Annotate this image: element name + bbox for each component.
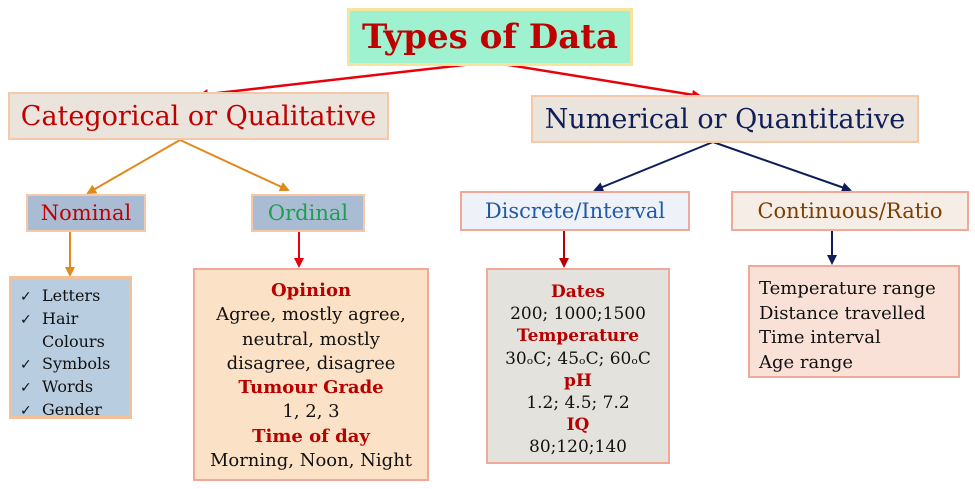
- ordinal-examples-box: Opinion Agree, mostly agree, neutral, mo…: [193, 268, 429, 481]
- checkmark-icon: ✓: [20, 357, 32, 373]
- example-text: 200; 1000;1500: [510, 304, 646, 325]
- arrow-numerical-to-discrete: [593, 141, 714, 192]
- numerical-node: Numerical or Quantitative: [531, 95, 919, 143]
- list-item: ✓Hair: [20, 308, 129, 331]
- list-item: Distance travelled: [759, 302, 926, 324]
- example-text: 1, 2, 3: [282, 401, 340, 423]
- arrow-title-to-numerical: [489, 60, 702, 100]
- example-text: Morning, Noon, Night: [209, 450, 413, 472]
- example-text: disagree, disagree: [226, 352, 396, 374]
- continuous-examples-box: Temperature range Distance travelled Tim…: [748, 265, 960, 378]
- nominal-label: Nominal: [40, 201, 132, 225]
- nominal-examples-box: ✓Letters ✓Hair Colours ✓Symbols ✓Words ✓…: [9, 276, 132, 419]
- example-heading: Time of day: [252, 425, 370, 447]
- checkmark-icon: ✓: [20, 312, 32, 328]
- example-heading: Temperature: [516, 326, 640, 347]
- discrete-label: Discrete/Interval: [484, 199, 666, 223]
- example-text: Agree, mostly agree,: [216, 304, 406, 326]
- arrow-numerical-to-continuous: [712, 141, 852, 193]
- discrete-node: Discrete/Interval: [460, 191, 690, 231]
- list-item: Age range: [759, 351, 853, 373]
- categorical-label: Categorical or Qualitative: [20, 100, 377, 132]
- example-heading: IQ: [566, 415, 590, 436]
- list-item: ✓Letters: [20, 285, 129, 308]
- list-item: ✓Words: [20, 376, 129, 399]
- example-text: 1.2; 4.5; 7.2: [526, 393, 630, 414]
- title-box: Types of Data: [347, 8, 633, 66]
- categorical-node: Categorical or Qualitative: [8, 92, 389, 140]
- arrow-categorical-to-nominal: [86, 139, 181, 194]
- checkmark-icon: ✓: [20, 403, 32, 419]
- nominal-node: Nominal: [26, 194, 146, 232]
- discrete-examples-box: Dates 200; 1000;1500 Temperature 30ₒC; 4…: [486, 268, 670, 464]
- example-heading: Dates: [551, 282, 605, 302]
- list-item: ✓Gender: [20, 399, 129, 422]
- example-heading: Opinion: [270, 280, 352, 301]
- list-item-continuation: Colours: [42, 332, 105, 351]
- numerical-label: Numerical or Quantitative: [544, 103, 906, 135]
- list-item: Time interval: [759, 327, 881, 348]
- example-text: 80;120;140: [529, 437, 627, 458]
- arrow-title-to-categorical: [198, 60, 491, 100]
- example-text: 30ₒC; 45ₒC; 60ₒC: [505, 348, 651, 369]
- arrow-categorical-to-ordinal: [179, 139, 290, 192]
- continuous-node: Continuous/Ratio: [731, 191, 969, 231]
- ordinal-label: Ordinal: [267, 201, 349, 225]
- diagram-title: Types of Data: [361, 17, 619, 57]
- checkmark-icon: ✓: [20, 380, 32, 396]
- example-heading: Tumour Grade: [238, 377, 384, 399]
- continuous-label: Continuous/Ratio: [757, 199, 943, 223]
- ordinal-node: Ordinal: [251, 194, 365, 232]
- example-heading: pH: [564, 370, 592, 391]
- list-item: ✓Symbols: [20, 353, 129, 376]
- checkmark-icon: ✓: [20, 289, 32, 305]
- list-item: Temperature range: [759, 278, 936, 299]
- example-text: neutral, mostly: [242, 328, 380, 350]
